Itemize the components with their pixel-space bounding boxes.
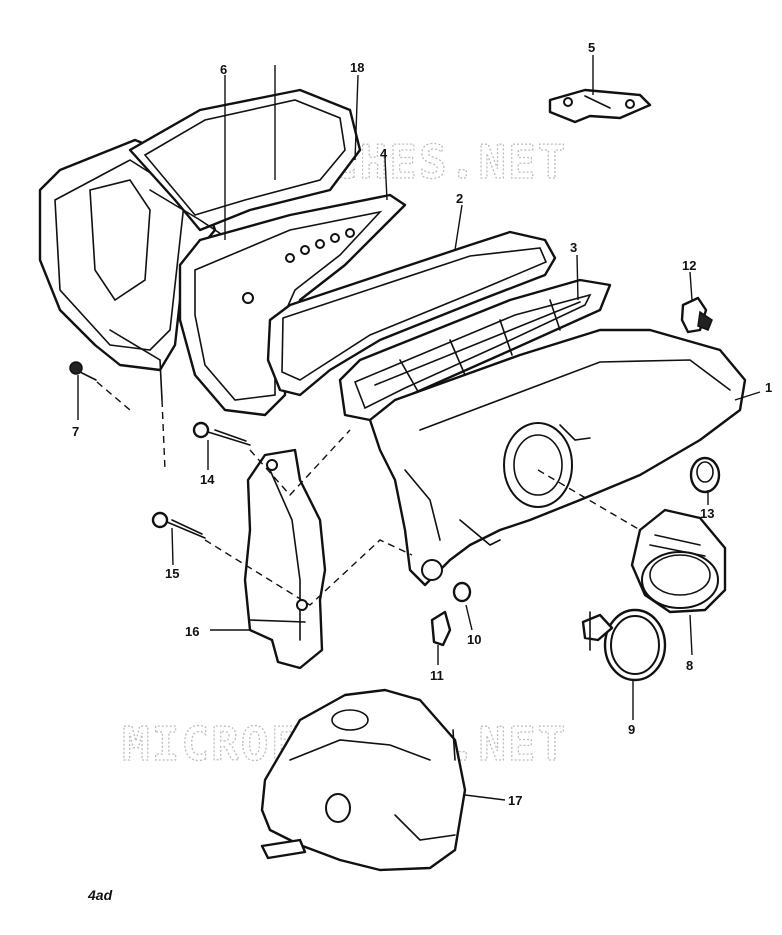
callout-13: 13 <box>700 506 714 521</box>
part-5-bracket <box>548 88 652 124</box>
part-14-screw <box>192 421 251 446</box>
part-16-side-bracket <box>243 448 327 670</box>
part-3-filter-frame <box>338 278 612 422</box>
alignment-line-5 <box>161 399 166 471</box>
part-17-lower-cover <box>260 688 467 872</box>
alignment-line-3 <box>204 539 413 606</box>
callout-2: 2 <box>456 191 463 206</box>
part-18-seal <box>128 88 362 241</box>
corner-mark: 4ad <box>87 887 113 903</box>
callout-9: 9 <box>628 722 635 737</box>
callout-18: 18 <box>350 60 364 75</box>
callout-14: 14 <box>200 472 215 487</box>
part-9-hose-clamp <box>581 608 667 682</box>
callout-6: 6 <box>220 62 227 77</box>
part-10-washer <box>452 581 472 603</box>
callout-7: 7 <box>72 424 79 439</box>
alignment-line-4 <box>537 469 641 531</box>
callout-12: 12 <box>682 258 696 273</box>
callout-17: 17 <box>508 793 522 808</box>
callout-8: 8 <box>686 658 693 673</box>
part-1-air-box <box>368 328 747 587</box>
alignment-line-1 <box>96 381 131 411</box>
callout-16: 16 <box>185 624 199 639</box>
callout-1: 1 <box>765 380 772 395</box>
part-12-grommet <box>680 296 713 334</box>
callout-11: 11 <box>430 668 444 683</box>
part-15-screw <box>151 511 206 539</box>
callout-10: 10 <box>467 632 481 647</box>
alignment-line-2 <box>249 429 351 497</box>
part-2-filter-element <box>266 230 557 397</box>
part-7-bolt <box>69 361 97 381</box>
callout-4: 4 <box>380 146 388 161</box>
callout-5: 5 <box>588 40 595 55</box>
part-8-intake-duct <box>630 508 727 614</box>
part-13-cap <box>689 456 721 494</box>
part-11-sensor <box>430 610 452 647</box>
callout-3: 3 <box>570 240 577 255</box>
callout-15: 15 <box>165 566 179 581</box>
